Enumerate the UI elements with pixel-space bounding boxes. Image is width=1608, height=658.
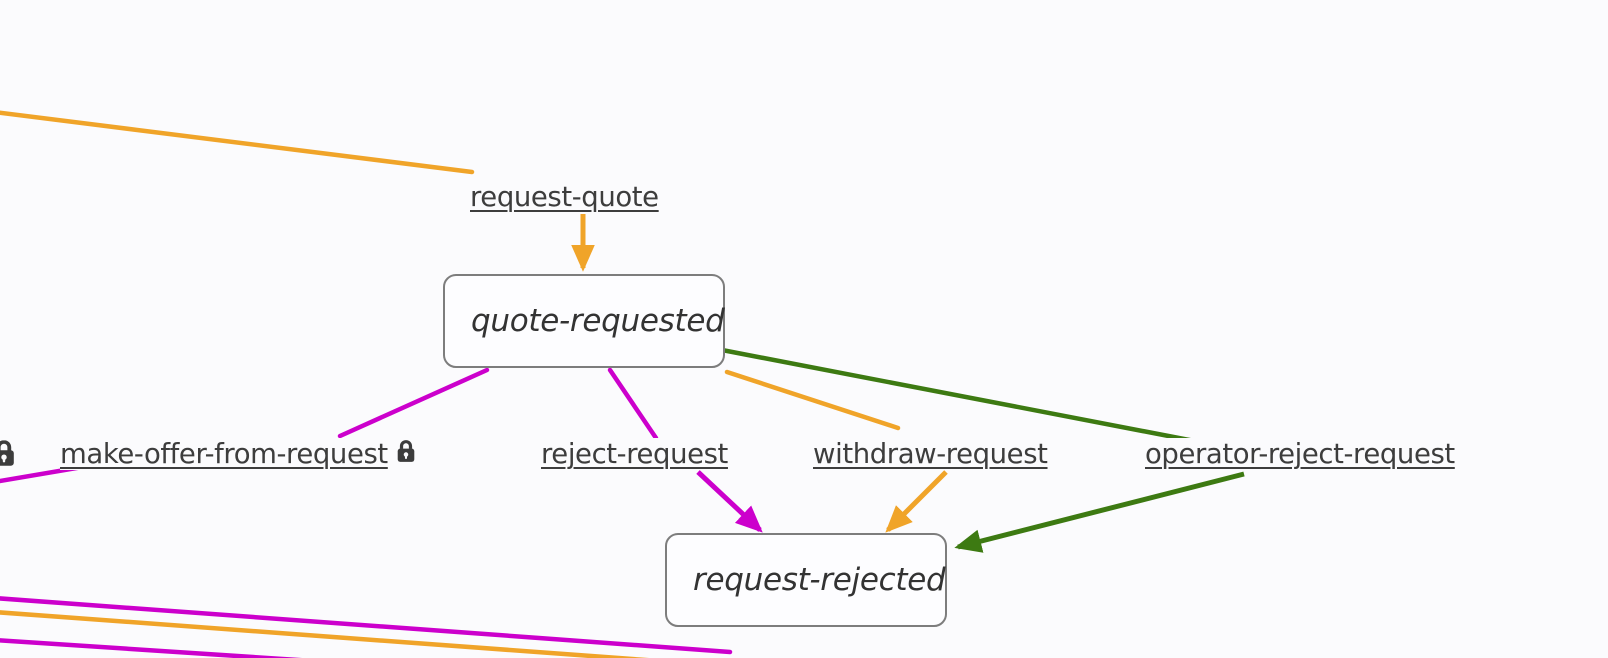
transition-label-reject-request-text: reject-request xyxy=(541,438,728,470)
state-node-quote-requested[interactable]: quote-requested xyxy=(443,274,725,368)
transition-label-reject-request[interactable]: reject-request xyxy=(541,438,728,470)
edge-withdraw-request-to-request-rejected xyxy=(885,470,948,533)
transition-label-make-offer-from-request[interactable]: make-offer-from-request xyxy=(60,438,417,470)
edge-quote-requested-to-reject-request xyxy=(607,367,659,441)
edge-reject-request-to-request-rejected xyxy=(696,470,763,533)
edge-incoming-request-quote xyxy=(0,110,475,175)
edge-quote-requested-to-withdraw-request xyxy=(724,369,901,431)
edge-clipped-bottom-magenta-lower xyxy=(0,638,303,658)
transition-label-request-quote[interactable]: request-quote xyxy=(470,181,659,213)
transition-label-make-offer-from-request-text: make-offer-from-request xyxy=(60,438,388,470)
lock-icon xyxy=(0,438,17,472)
lock-icon xyxy=(395,438,417,464)
edge-operator-reject-request-to-request-rejected xyxy=(954,471,1245,553)
edge-quote-requested-to-operator-reject-request xyxy=(719,347,1213,447)
state-node-request-rejected[interactable]: request-rejected xyxy=(665,533,947,627)
transition-label-request-quote-text: request-quote xyxy=(470,181,659,213)
edge-quote-requested-to-make-offer-from-request xyxy=(337,367,490,439)
transition-label-operator-reject-request-text: operator-reject-request xyxy=(1145,438,1455,470)
state-node-quote-requested-label: quote-requested xyxy=(471,303,725,339)
transition-label-withdraw-request-text: withdraw-request xyxy=(813,438,1048,470)
transition-label-withdraw-request[interactable]: withdraw-request xyxy=(813,438,1048,470)
edge-clipped-bottom-orange xyxy=(0,610,650,658)
transition-label-operator-reject-request[interactable]: operator-reject-request xyxy=(1145,438,1455,470)
edge-clipped-bottom-magenta-upper xyxy=(0,596,733,655)
state-node-request-rejected-label: request-rejected xyxy=(693,562,946,598)
